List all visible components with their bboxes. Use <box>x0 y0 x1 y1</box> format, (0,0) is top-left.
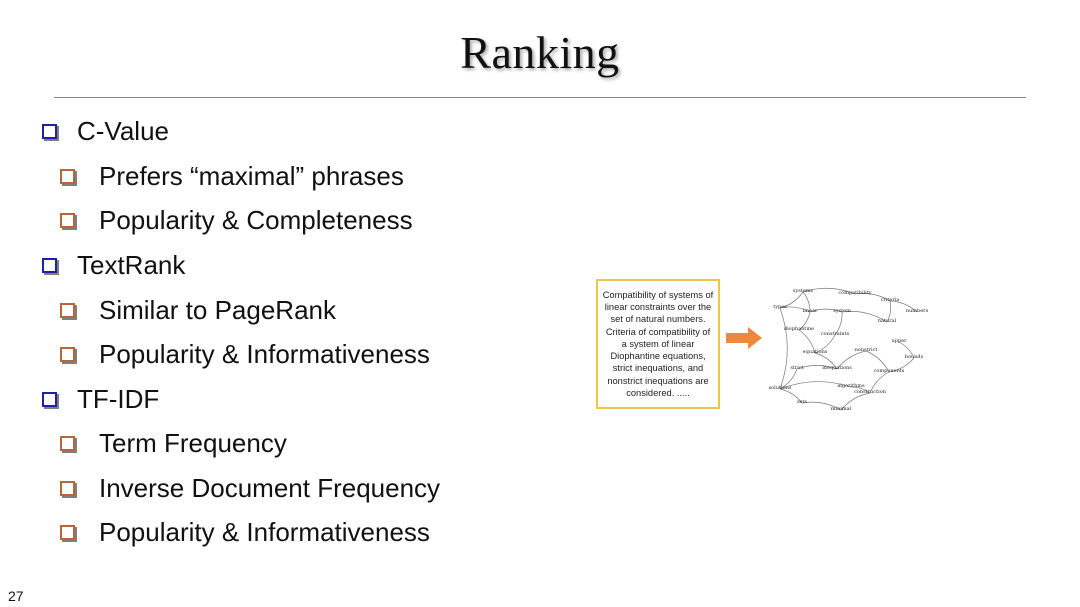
bullet-item: TextRank <box>42 248 185 282</box>
graph-edge <box>802 291 811 313</box>
square-bullet-icon <box>42 391 57 407</box>
bullet-text: TF-IDF <box>77 383 160 414</box>
square-bullet-icon <box>60 435 75 451</box>
bullet-text: Popularity & Informativeness <box>99 338 430 369</box>
square-bullet-icon <box>60 168 75 184</box>
bullet-text: C-Value <box>77 115 170 146</box>
graph-node-label: compatibility <box>838 290 871 296</box>
graph-node-label: constraints <box>821 331 850 337</box>
square-bullet-icon <box>60 346 75 362</box>
graph-edge <box>814 352 838 370</box>
graph-edge <box>779 381 852 390</box>
graph-node-label: minimal <box>831 406 852 412</box>
graph-node-label: bounds <box>905 354 924 360</box>
graph-edge <box>840 392 871 411</box>
bullet-text: Popularity & Informativeness <box>99 516 430 547</box>
bullet-text: Prefers “maximal” phrases <box>99 160 404 191</box>
bullet-item: C-Value <box>42 114 169 148</box>
graph-edge <box>888 357 915 373</box>
example-text-box: Compatibility of systems of linear const… <box>596 279 720 409</box>
bullet-text: Popularity & Completeness <box>99 204 413 235</box>
bullet-item: Popularity & Completeness <box>60 203 413 237</box>
graph-node-label: systems <box>793 288 814 294</box>
graph-edge <box>801 401 842 411</box>
graph-node-label: linear <box>803 308 818 314</box>
bullet-text: Inverse Document Frequency <box>99 472 441 503</box>
graph-node-label: sets <box>797 399 808 405</box>
square-bullet-icon <box>42 123 57 139</box>
bullet-item: Term Frequency <box>60 426 287 460</box>
graph-edge <box>869 371 890 394</box>
title-divider <box>54 97 1026 98</box>
graph-edge <box>796 365 838 370</box>
graph-edge <box>836 350 867 370</box>
graph-node-label: equations <box>803 349 828 355</box>
graph-node-label: natural <box>878 318 897 324</box>
graph-node-label: criteria <box>881 297 900 303</box>
graph-node-label: strict <box>790 365 803 371</box>
graph-node-label: inequations <box>822 365 852 371</box>
graph-edge <box>898 341 915 359</box>
square-bullet-icon <box>60 524 75 540</box>
page-number: 27 <box>8 588 24 604</box>
graph-edge <box>809 308 843 313</box>
graph-edge <box>779 388 803 404</box>
example-text: Compatibility of systems of linear const… <box>602 290 714 398</box>
bullet-text: Similar to PageRank <box>99 294 336 325</box>
graph-edge <box>802 287 856 295</box>
graph-node-label: algorithms <box>837 383 865 389</box>
graph-edge <box>779 291 804 309</box>
bullet-item: Prefers “maximal” phrases <box>60 159 404 193</box>
graph-node-label: numbers <box>906 308 929 314</box>
bullet-item: Inverse Document Frequency <box>60 471 440 505</box>
graph-edge <box>854 293 891 302</box>
graph-edge <box>886 300 892 323</box>
bullet-item: TF-IDF <box>42 382 159 416</box>
graph-edge <box>779 368 798 390</box>
graph-node-label: diophantine <box>784 326 814 332</box>
graph-node-label: types <box>773 304 787 310</box>
graph-node-label: upper <box>892 338 908 344</box>
graph-node-label: solutions <box>769 385 792 391</box>
graph-edge <box>850 386 871 394</box>
right-arrow-icon <box>724 326 764 350</box>
square-bullet-icon <box>60 480 75 496</box>
graph-node-label: construction <box>854 389 887 395</box>
graph-edge <box>779 307 788 390</box>
bullet-item: Popularity & Informativeness <box>60 337 430 371</box>
graph-node-label: nonstrict <box>855 347 878 353</box>
bullet-item: Popularity & Informativeness <box>60 515 430 549</box>
graph-node-label: system <box>833 308 851 314</box>
graph-node-label: components <box>874 368 905 374</box>
graph-edge <box>841 311 888 323</box>
graph-edge <box>834 311 843 336</box>
bullet-text: Term Frequency <box>99 427 287 458</box>
graph-edge <box>814 334 836 354</box>
square-bullet-icon <box>60 302 75 318</box>
graph-edge <box>865 350 890 373</box>
graph-edge <box>889 300 918 313</box>
bullet-text: TextRank <box>77 249 186 280</box>
slide-title: Ranking <box>460 27 620 78</box>
word-graph: systems compatibility criteria numbers types… <box>769 287 929 412</box>
graph-edge <box>798 329 816 354</box>
square-bullet-icon <box>60 212 75 228</box>
graph-edge <box>798 311 811 331</box>
bullet-item: Similar to PageRank <box>60 293 336 327</box>
square-bullet-icon <box>42 257 57 273</box>
